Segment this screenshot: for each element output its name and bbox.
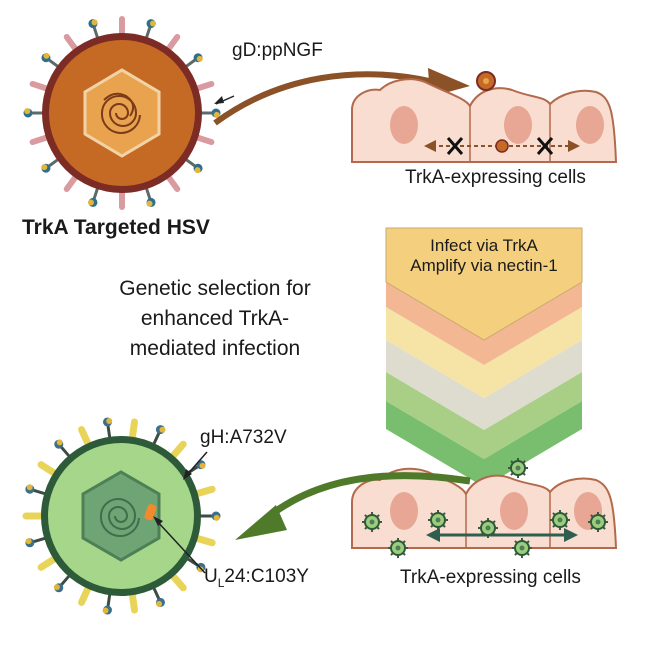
- bottom-small-viruses: [362, 458, 608, 558]
- bottom-spike-tip-accent: [26, 484, 33, 491]
- bottom-virus-capsid: [81, 470, 161, 562]
- bottom-virus-dna: [99, 498, 140, 538]
- bottom-spike-tip-accent: [213, 514, 220, 521]
- top-cell-layer: [351, 78, 618, 163]
- bottom-spike-tip-accent: [159, 426, 166, 433]
- bottom-spike: [168, 440, 187, 461]
- top-spike: [63, 33, 80, 53]
- bottom-spike-tip-accent: [102, 607, 109, 614]
- selection-chevron-stack: [385, 227, 583, 487]
- top-virus-title: TrkA Targeted HSV: [22, 216, 210, 239]
- bottom-spike-tip-accent: [156, 600, 163, 607]
- bottom-return-arrowhead: [235, 505, 287, 540]
- small-green-virus: [588, 512, 608, 532]
- bottom-virus-spikes: [22, 417, 221, 615]
- top-spike-tip-accent: [146, 200, 153, 207]
- chevron-band: [386, 282, 582, 365]
- top-spike-tip-accent: [24, 108, 31, 115]
- chevron-label: Infect via TrkA Amplify via nectin-1: [386, 236, 582, 276]
- bottom-spike: [37, 461, 59, 478]
- top-spike-tip-accent: [41, 164, 48, 171]
- bottom-nucleus-2: [500, 492, 528, 530]
- top-small-virus-inside: [495, 139, 509, 153]
- top-spread-head-right: [568, 140, 580, 152]
- bottom-spike: [192, 534, 216, 547]
- bottom-cell-layer: [351, 467, 618, 549]
- chevron-line-2: Amplify via nectin-1: [410, 256, 558, 275]
- top-spike: [164, 33, 181, 53]
- top-transfer-arrow: [213, 71, 435, 126]
- top-spike: [193, 134, 215, 146]
- bottom-spread-head-right: [564, 528, 578, 542]
- chevron-band: [386, 372, 582, 459]
- bottom-return-arrow: [259, 472, 471, 525]
- top-nucleus-3: [576, 106, 604, 144]
- bottom-spike-tip-accent: [25, 538, 32, 545]
- top-spike: [63, 173, 80, 193]
- top-spike-tip-accent: [87, 199, 94, 206]
- ul24-prefix: U: [204, 566, 218, 587]
- top-spike-tip-accent: [43, 52, 50, 59]
- top-spike-tip-accent: [150, 20, 157, 27]
- bottom-cells-label: TrkA-expressing cells: [400, 567, 581, 588]
- bottom-nucleus-1: [390, 492, 418, 530]
- bottom-spike-tip-accent: [199, 462, 206, 469]
- ul24-c103y-label: UL24:C103Y: [204, 566, 309, 590]
- top-cells-label: TrkA-expressing cells: [405, 167, 586, 188]
- top-spike-tip-accent: [196, 55, 203, 62]
- top-nucleus-2: [504, 106, 532, 144]
- chevron-band: [386, 401, 582, 487]
- bottom-spike: [37, 554, 59, 571]
- gd-pointer-head: [214, 96, 224, 104]
- top-spike-tip-accent: [91, 19, 98, 26]
- top-spike-tip-accent: [194, 167, 201, 174]
- chevron-band: [386, 307, 582, 398]
- top-nucleus-1: [390, 106, 418, 144]
- gd-ppngf-label: gD:ppNGF: [232, 40, 323, 61]
- bottom-spike-tip-accent: [106, 417, 113, 424]
- bottom-spike: [128, 418, 139, 443]
- ul24-subscript: L: [217, 575, 225, 590]
- genetic-selection-text: Genetic selection for enhanced TrkA-medi…: [119, 277, 311, 360]
- top-small-virus-entering: [476, 71, 496, 91]
- top-virus-capsid: [83, 68, 161, 158]
- top-spike: [29, 80, 51, 92]
- bottom-spike: [168, 571, 187, 592]
- top-virus-dna: [100, 92, 141, 135]
- small-green-virus: [478, 518, 498, 538]
- top-spike: [193, 80, 215, 92]
- bottom-virus-illustration: [22, 417, 221, 615]
- top-virus-spikes: [23, 16, 221, 210]
- bottom-spike-tip-accent: [56, 439, 63, 446]
- top-virus-illustration: [23, 16, 221, 210]
- small-green-virus: [550, 510, 570, 530]
- bottom-spike: [78, 426, 93, 449]
- ul24-pointer-head: [153, 516, 163, 526]
- small-green-virus: [362, 512, 382, 532]
- small-green-virus: [428, 510, 448, 530]
- ul24-suffix: 24:C103Y: [224, 566, 309, 587]
- chevron-line-1: Infect via TrkA: [430, 236, 538, 255]
- bottom-spike: [78, 583, 93, 606]
- chevron-band: [385, 227, 583, 341]
- bottom-spike: [128, 589, 139, 614]
- bottom-spike: [192, 485, 216, 498]
- top-spike: [29, 134, 51, 146]
- small-green-virus: [388, 538, 408, 558]
- bottom-spread-head-left: [426, 528, 440, 542]
- ul24-pointer-line: [155, 519, 206, 574]
- bottom-spike-tip-accent: [53, 584, 60, 591]
- top-spike: [164, 173, 181, 193]
- top-spike-tip-accent: [213, 111, 220, 118]
- gh-a732v-label: gH:A732V: [200, 427, 287, 448]
- gh-pointer-head: [183, 469, 192, 480]
- blocked-x-right: [536, 137, 554, 155]
- blocked-x-left: [446, 137, 464, 155]
- small-green-virus: [508, 458, 528, 478]
- small-green-virus: [512, 538, 532, 558]
- chevron-band: [386, 340, 582, 430]
- top-spread-head-left: [424, 140, 436, 152]
